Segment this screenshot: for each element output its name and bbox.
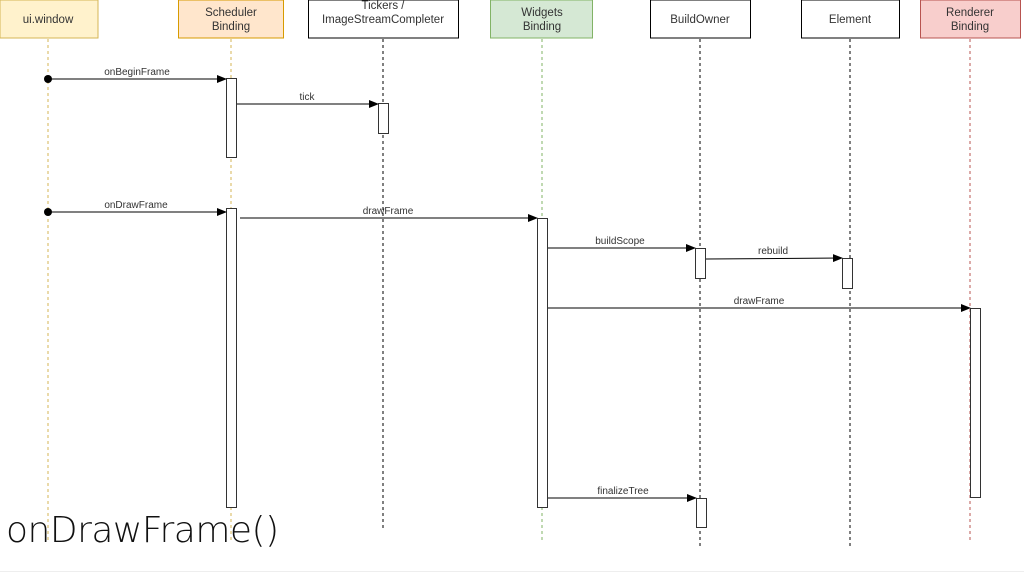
participant-label: Widgets xyxy=(521,7,563,19)
lifelines xyxy=(47,39,971,546)
activation-bars xyxy=(226,78,981,528)
message-arrow xyxy=(705,254,843,263)
message-drawframe-renderer[interactable]: drawFrame xyxy=(548,296,971,312)
participant-tickers[interactable]: Tickers / ImageStreamCompleter xyxy=(308,0,459,39)
participant-element[interactable]: Element xyxy=(801,0,900,39)
message-label: finalizeTree xyxy=(597,486,649,497)
message-tick[interactable]: tick xyxy=(237,92,379,108)
activation-tickers-tick[interactable] xyxy=(378,103,389,134)
message-buildscope[interactable]: buildScope xyxy=(548,236,696,252)
slide-title: onDrawFrame() xyxy=(6,510,279,551)
activation-element-rebuild[interactable] xyxy=(842,258,853,289)
participant-scheduler-binding[interactable]: Scheduler Binding xyxy=(178,0,284,39)
activation-scheduler-draw[interactable] xyxy=(226,208,237,508)
participants: ui.window Scheduler Binding Tickers / Im… xyxy=(0,0,1021,39)
participant-widgets-binding[interactable]: Widgets Binding xyxy=(490,0,593,39)
message-onbeginframe[interactable]: onBeginFrame xyxy=(44,67,227,83)
message-ondrawframe[interactable]: onDrawFrame xyxy=(44,200,227,216)
participant-label: ui.window xyxy=(23,14,74,26)
message-label: tick xyxy=(300,92,316,103)
activation-buildowner-finalize[interactable] xyxy=(696,498,707,528)
participant-renderer-binding[interactable]: Renderer Binding xyxy=(920,0,1021,39)
participant-label: Element xyxy=(829,14,872,26)
activation-widgets-draw[interactable] xyxy=(537,218,548,508)
message-label: drawFrame xyxy=(734,296,785,307)
message-drawframe-widgets[interactable]: drawFrame xyxy=(240,206,538,222)
participant-label: Binding xyxy=(523,21,561,33)
message-rebuild[interactable]: rebuild xyxy=(705,246,843,263)
participant-label: ImageStreamCompleter xyxy=(322,14,444,26)
message-label: rebuild xyxy=(758,246,788,257)
message-finalizetree[interactable]: finalizeTree xyxy=(548,486,697,502)
message-label: drawFrame xyxy=(363,206,414,217)
message-label: onDrawFrame xyxy=(104,200,168,211)
message-label: onBeginFrame xyxy=(104,67,170,78)
participant-label: Scheduler xyxy=(205,7,257,19)
activation-renderer-draw[interactable] xyxy=(970,308,981,498)
participant-ui-window[interactable]: ui.window xyxy=(0,0,99,39)
messages: onBeginFrame tick onDrawFrame drawFrame … xyxy=(44,67,971,502)
bottom-divider xyxy=(0,571,1024,572)
participant-buildowner[interactable]: BuildOwner xyxy=(650,0,751,39)
participant-label: Renderer xyxy=(946,7,994,19)
participant-label: Tickers / xyxy=(361,0,405,12)
activation-buildowner-buildscope[interactable] xyxy=(695,248,706,279)
activation-scheduler-begin[interactable] xyxy=(226,78,237,158)
participant-label: BuildOwner xyxy=(670,14,730,26)
participant-label: Binding xyxy=(212,21,250,33)
message-label: buildScope xyxy=(595,236,645,247)
participant-label: Binding xyxy=(951,21,989,33)
